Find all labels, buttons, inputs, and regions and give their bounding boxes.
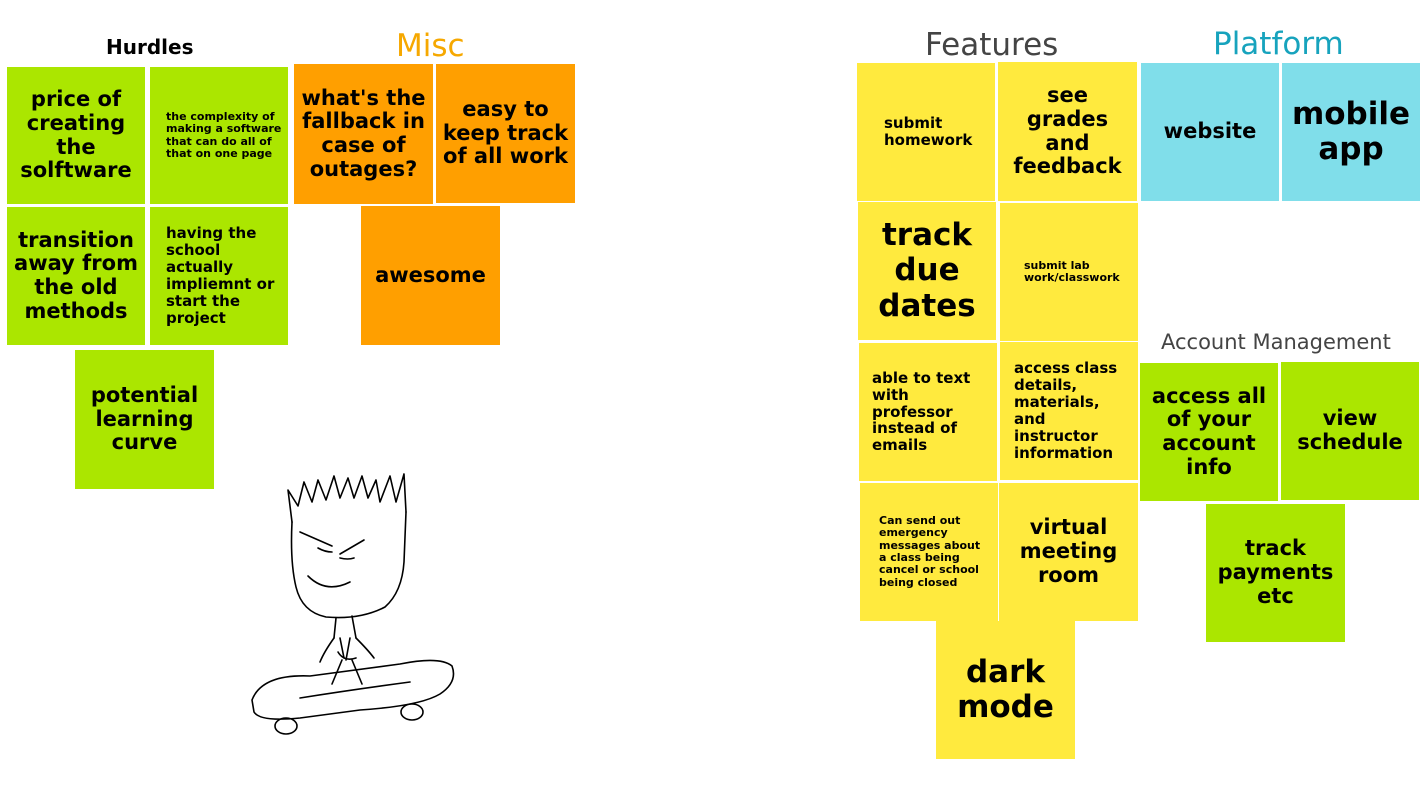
sticky-note-track-payments[interactable]: track payments etc bbox=[1206, 504, 1345, 642]
sticky-note-easy-track[interactable]: easy to keep track of all work bbox=[436, 64, 575, 203]
misc-heading: Misc bbox=[396, 28, 465, 64]
sticky-note-mobile-app[interactable]: mobile app bbox=[1282, 63, 1420, 201]
sticky-note-virtual-meeting[interactable]: virtual meeting room bbox=[999, 483, 1138, 621]
hurdles-heading: Hurdles bbox=[106, 35, 194, 59]
sticky-note-fallback[interactable]: what's the fallback in case of outages? bbox=[294, 64, 433, 204]
sticky-note-text-professor[interactable]: able to text with professor instead of e… bbox=[859, 343, 997, 481]
sticky-note-emergency-messages[interactable]: Can send out emergency messages about a … bbox=[860, 483, 998, 621]
skateboarder-doodle-icon bbox=[251, 473, 455, 735]
sticky-note-awesome[interactable]: awesome bbox=[361, 206, 500, 345]
sticky-note-complexity[interactable]: the complexity of making a software that… bbox=[150, 67, 288, 204]
account-management-heading: Account Management bbox=[1161, 330, 1391, 354]
features-heading: Features bbox=[925, 27, 1059, 63]
sticky-note-track-due-dates[interactable]: track due dates bbox=[858, 202, 996, 340]
sticky-note-learning-curve[interactable]: potential learning curve bbox=[75, 350, 214, 489]
sticky-note-submit-homework[interactable]: submit homework bbox=[857, 63, 995, 201]
sticky-note-class-details[interactable]: access class details, materials, and ins… bbox=[1000, 342, 1138, 480]
sticky-note-school-implement[interactable]: having the school actually impliemnt or … bbox=[150, 207, 288, 345]
sticky-note-submit-lab[interactable]: submit lab work/classwork bbox=[1000, 203, 1138, 341]
sticky-note-website[interactable]: website bbox=[1141, 63, 1279, 201]
sticky-note-grades-feedback[interactable]: see grades and feedback bbox=[998, 62, 1137, 201]
sticky-note-price[interactable]: price of creating the solftware bbox=[7, 67, 145, 204]
sticky-note-transition[interactable]: transition away from the old methods bbox=[7, 207, 145, 345]
sticky-note-dark-mode[interactable]: dark mode bbox=[936, 621, 1075, 759]
platform-heading: Platform bbox=[1213, 26, 1344, 62]
sticky-note-view-schedule[interactable]: view schedule bbox=[1281, 362, 1419, 500]
sticky-note-account-info[interactable]: access all of your account info bbox=[1140, 363, 1278, 501]
